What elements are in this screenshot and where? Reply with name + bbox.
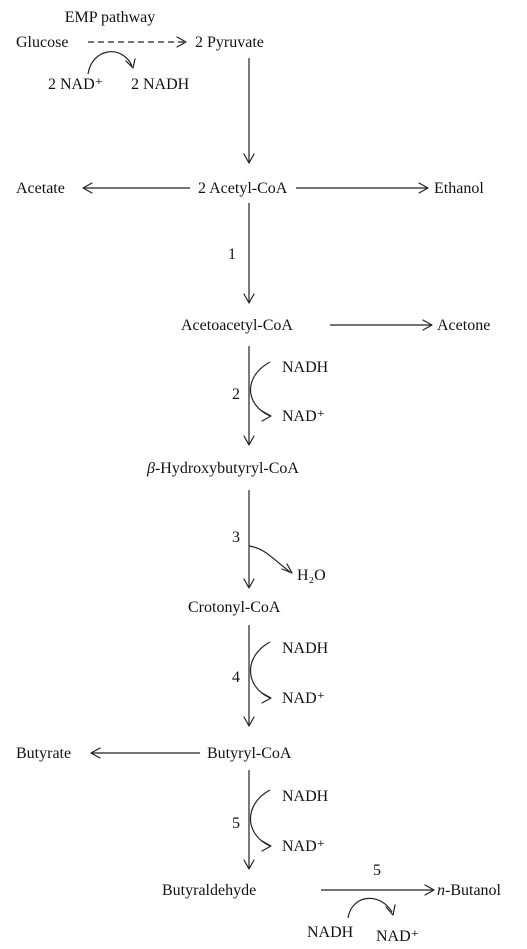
step1-arrowhead xyxy=(243,293,255,304)
n-prefix: n xyxy=(437,882,445,899)
butanol-label: n-Butanol xyxy=(437,882,502,899)
step2-nadh-label: NADH xyxy=(282,359,329,376)
water-label: H₂O xyxy=(297,567,326,584)
step3-number: 3 xyxy=(232,529,240,546)
emp-pathway-label: EMP pathway xyxy=(65,9,156,26)
butyrylcoa-butyrate-arrowhead xyxy=(90,747,101,759)
step2-arrowhead xyxy=(243,435,255,446)
butanol-cofactor-curve xyxy=(347,897,393,919)
beta-symbol: β xyxy=(146,460,155,477)
step2-number: 2 xyxy=(232,386,240,403)
step1-number: 1 xyxy=(228,246,236,263)
nad-nadh-curve-arrow xyxy=(87,51,133,75)
nadh-label: 2 NADH xyxy=(131,76,190,93)
acetyl-coa-label: 2 Acetyl-CoA xyxy=(198,180,288,197)
crotonyl-coa-label: Crotonyl-CoA xyxy=(188,599,281,616)
glucose-pyruvate-arrowhead xyxy=(176,36,187,48)
butyrate-label: Butyrate xyxy=(16,745,71,762)
nad-nadh-curve-arrowhead xyxy=(125,58,136,69)
acetone-label: Acetone xyxy=(437,317,490,334)
step4-cofactor-arrowhead xyxy=(261,692,272,704)
acetoacetyl-coa-label: Acetoacetyl-CoA xyxy=(181,317,293,334)
step4-nadh-label: NADH xyxy=(282,640,329,657)
step5-nad-label: NAD⁺ xyxy=(282,838,325,855)
step5-nadh-label: NADH xyxy=(282,788,329,805)
step5-number: 5 xyxy=(232,815,240,832)
hydroxybutyryl-coa-text: -Hydroxybutyryl-CoA xyxy=(155,460,299,477)
butanol-nad-label: NAD⁺ xyxy=(376,928,419,945)
acetylcoa-acetate-arrowhead xyxy=(82,182,93,194)
butanol-cofactor-arrowhead xyxy=(385,904,396,916)
nad-plus-label: 2 NAD⁺ xyxy=(48,76,103,93)
step3-water-curve xyxy=(248,545,291,573)
step2-cofactor-arrowhead xyxy=(261,410,272,422)
step2-nad-label: NAD⁺ xyxy=(282,408,325,425)
butyraldehyde-butanol-arrowhead xyxy=(424,884,435,896)
pyruvate-label: 2 Pyruvate xyxy=(195,34,264,51)
step2-cofactor-curve xyxy=(249,361,271,417)
step5-arrowhead xyxy=(243,859,255,870)
acetoacetyl-acetone-arrowhead xyxy=(422,319,433,331)
glucose-label: Glucose xyxy=(16,34,68,51)
step4-number: 4 xyxy=(232,669,240,686)
butanol-text: -Butanol xyxy=(445,882,502,899)
hydroxybutyryl-coa-label: β-Hydroxybutyryl-CoA xyxy=(146,460,299,477)
step4-nad-label: NAD⁺ xyxy=(282,690,325,707)
step5-cofactor-curve xyxy=(249,789,271,847)
ethanol-label: Ethanol xyxy=(434,180,484,197)
acetate-label: Acetate xyxy=(16,180,65,197)
butyraldehyde-label: Butyraldehyde xyxy=(162,882,256,899)
step5b-number: 5 xyxy=(373,862,381,879)
step4-arrowhead xyxy=(243,716,255,727)
step4-cofactor-curve xyxy=(249,641,271,699)
step3-water-arrowhead xyxy=(281,563,293,574)
step5-cofactor-arrowhead xyxy=(261,840,272,852)
butanol-nadh-label: NADH xyxy=(307,924,354,941)
pyruvate-acetylcoa-arrowhead xyxy=(243,153,255,164)
acetylcoa-ethanol-arrowhead xyxy=(418,182,429,194)
butyryl-coa-label: Butyryl-CoA xyxy=(207,745,292,762)
step3-arrowhead xyxy=(243,578,255,589)
